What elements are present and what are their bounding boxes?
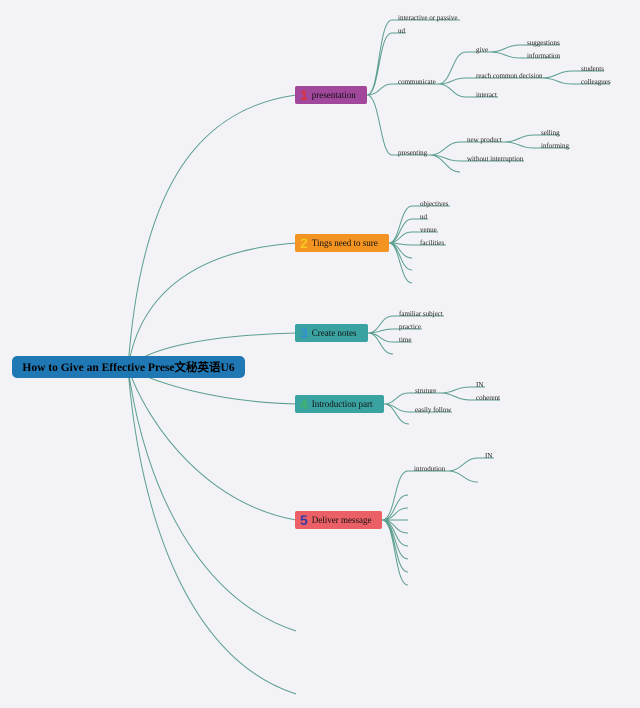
branch-deliver-message[interactable]: 5 Deliver message <box>295 511 382 529</box>
connector-root-b1 <box>127 94 297 369</box>
connector-root-b5 <box>127 367 297 521</box>
node-suggestions[interactable]: suggestions <box>527 39 560 47</box>
node-new-product[interactable]: new product <box>467 136 502 144</box>
branch-number: 5 <box>300 512 308 528</box>
node-colleagues[interactable]: colleagues <box>581 78 611 86</box>
branch-number: 1 <box>300 87 308 103</box>
node-information[interactable]: information <box>527 52 561 60</box>
connector-root-b7 <box>127 367 297 695</box>
node-students[interactable]: students <box>581 65 604 73</box>
node-reach-common-decision[interactable]: reach common decision <box>476 72 543 80</box>
node-give[interactable]: give <box>476 46 489 54</box>
branch-label: Deliver message <box>311 515 372 525</box>
branch-number: 4 <box>300 396 308 412</box>
connector-root-b2 <box>127 242 297 369</box>
branch-number: 3 <box>300 325 308 341</box>
node-informing[interactable]: informing <box>541 142 569 150</box>
node-presenting[interactable]: presenting <box>398 149 428 157</box>
node-objectives[interactable]: objectives <box>420 200 449 208</box>
node-in[interactable]: IN <box>476 381 484 389</box>
branch-presentation[interactable]: 1 presentation <box>295 86 367 104</box>
branch-create-notes[interactable]: 3 Create notes <box>295 324 368 342</box>
node-familiar-subject[interactable]: familiar subject <box>399 310 443 318</box>
node-venue[interactable]: venue <box>420 226 437 234</box>
branch-label: Create notes <box>311 328 357 338</box>
branch-label: presentation <box>311 90 356 100</box>
node-coherent[interactable]: coherent <box>476 394 501 402</box>
node-struture[interactable]: struture <box>415 387 437 395</box>
root-topic-label: How to Give an Effective Prese文秘英语U6 <box>22 362 235 374</box>
node-interact[interactable]: interact <box>476 91 497 99</box>
node-communicate[interactable]: communicate <box>398 78 436 86</box>
branch-label: Tings need to sure <box>311 238 378 248</box>
node-facilities[interactable]: facilities <box>420 239 445 247</box>
node-introdution[interactable]: introdution <box>414 465 446 473</box>
branch-things-need-to-sure[interactable]: 2 Tings need to sure <box>295 234 389 252</box>
connector-root-b6 <box>127 367 297 632</box>
branch-number: 2 <box>300 235 308 251</box>
node-ud[interactable]: ud <box>398 27 405 35</box>
branch-introduction-part[interactable]: 4 Introduction part <box>295 395 384 413</box>
root-topic[interactable]: How to Give an Effective Prese文秘英语U6 <box>12 356 245 378</box>
node-practice[interactable]: practice <box>399 323 422 331</box>
node-interactive-or-passive[interactable]: interactive or passive <box>398 14 458 22</box>
node-ud[interactable]: ud <box>420 213 427 221</box>
node-selling[interactable]: selling <box>541 129 560 137</box>
node-in[interactable]: IN <box>485 452 493 460</box>
node-without-interruption[interactable]: without interruption <box>467 155 524 163</box>
node-easily-follow[interactable]: easily follow <box>415 406 452 414</box>
branch-label: Introduction part <box>311 399 373 409</box>
node-time[interactable]: time <box>399 336 412 344</box>
